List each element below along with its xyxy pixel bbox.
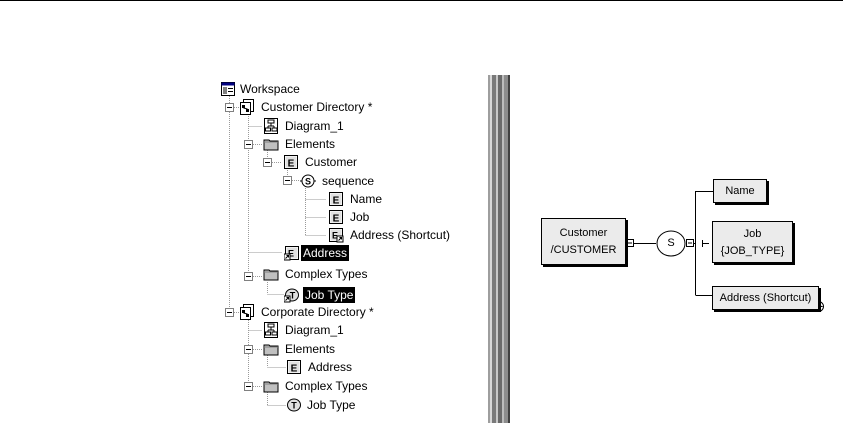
sequence-symbol: S <box>667 237 675 249</box>
folder-icon <box>263 139 279 151</box>
tree-item-label: sequence <box>322 174 375 188</box>
element-icon: E <box>329 192 343 207</box>
tree-item-label: Diagram_1 <box>285 323 344 337</box>
svg-text:T: T <box>290 291 296 301</box>
collapse-toggle-complex-types[interactable] <box>244 272 253 281</box>
folder-icon <box>263 381 279 393</box>
workspace-tree[interactable]: Workspace Customer Directory * Diagram_1… <box>0 0 486 423</box>
model-icon <box>240 304 254 320</box>
svg-text:E: E <box>333 196 340 207</box>
address-shortcut-label: Address (Shortcut) <box>719 292 812 304</box>
top-border <box>0 0 843 1</box>
customer-element-name: Customer <box>559 227 608 239</box>
job-element-box[interactable]: Job {JOB_TYPE} <box>712 221 793 263</box>
tree-item-label: Complex Types <box>285 267 368 281</box>
collapse-toggle-sequence[interactable] <box>283 176 292 185</box>
tree-item-label: Job Type <box>303 287 356 303</box>
address-shortcut-element-box[interactable]: Address (Shortcut) <box>712 286 819 310</box>
collapse-toggle-elements[interactable] <box>244 140 253 149</box>
name-element-box[interactable]: Name <box>713 179 767 203</box>
element-icon: E <box>329 210 343 225</box>
complex-type-icon: T <box>287 398 301 412</box>
pane-splitter[interactable] <box>486 75 512 423</box>
diagram-icon <box>264 322 278 338</box>
tree-item-label: Elements <box>285 137 336 151</box>
svg-text:E: E <box>291 364 298 375</box>
model-icon <box>240 99 254 115</box>
job-element-label: Job <box>743 228 762 240</box>
element-icon: E <box>287 360 301 375</box>
element-shortcut-icon: E <box>284 246 299 261</box>
collapse-toggle-customer-directory[interactable] <box>225 103 234 112</box>
collapse-toggle-corporate-directory[interactable] <box>225 308 234 317</box>
svg-text:E: E <box>288 159 295 170</box>
tree-item-label: Name <box>350 192 383 206</box>
tree-item-label: Corporate Directory * <box>261 305 374 319</box>
schema-diagram[interactable]: S Customer /CUSTOMER Name Job {JOB_TYPE}… <box>512 75 843 423</box>
diagram-icon <box>264 118 278 134</box>
folder-icon <box>263 269 279 281</box>
tree-connector-lines <box>229 96 326 406</box>
customer-element-xpath: /CUSTOMER <box>550 244 617 256</box>
tree-item-label: Complex Types <box>285 379 368 393</box>
tree-item-label: Workspace <box>240 82 300 96</box>
tree-item-label: Address <box>308 360 353 374</box>
svg-text:S: S <box>305 177 311 187</box>
collapse-toggle-complex-types-2[interactable] <box>244 382 253 391</box>
folder-icon <box>263 344 279 356</box>
tree-item-label: Customer <box>305 155 358 169</box>
collapse-toggle-customer[interactable] <box>263 158 272 167</box>
sequence-icon: S <box>300 174 316 188</box>
tree-item-label: Diagram_1 <box>285 119 344 133</box>
name-element-label: Name <box>725 185 755 197</box>
sequence-compositor[interactable] <box>656 230 686 257</box>
job-element-type: {JOB_TYPE} <box>720 245 785 257</box>
tree-item-label: Address <box>301 245 350 261</box>
element-shortcut-icon: E <box>329 228 344 243</box>
element-icon: E <box>284 155 298 170</box>
svg-text:E: E <box>332 231 338 241</box>
collapse-toggle-elements-2[interactable] <box>244 345 253 354</box>
customer-element-box[interactable]: Customer /CUSTOMER <box>541 218 626 265</box>
tree-item-label: Elements <box>285 342 336 356</box>
tree-item-label: Address (Shortcut) <box>350 228 451 242</box>
workspace-icon <box>221 82 235 96</box>
svg-text:E: E <box>333 214 340 225</box>
tree-item-label: Job <box>350 210 370 224</box>
svg-text:T: T <box>291 401 297 411</box>
svg-text:E: E <box>288 249 294 259</box>
tree-item-label: Job Type <box>307 398 356 412</box>
complex-type-shortcut-icon: T <box>284 288 299 303</box>
tree-item-label: Customer Directory * <box>261 100 373 114</box>
